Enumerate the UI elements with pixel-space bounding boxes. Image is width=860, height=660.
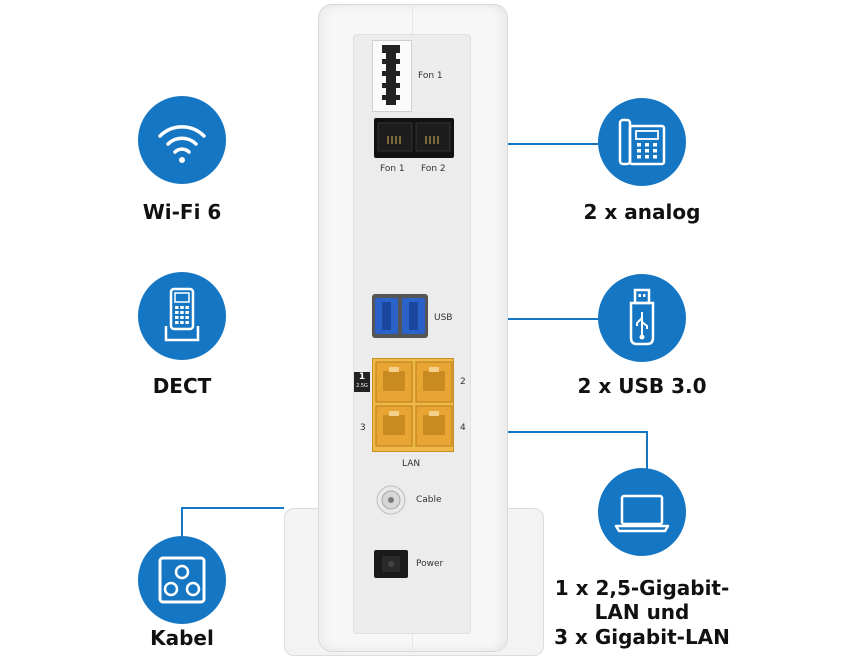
wifi-icon <box>138 96 226 184</box>
feature-label-dect: DECT <box>152 374 212 398</box>
usb-ports <box>372 294 428 338</box>
usb-stick-icon <box>598 274 686 362</box>
feature-label-lan-line-3: 3 x Gigabit-LAN <box>554 625 730 649</box>
coax-connector <box>376 485 406 515</box>
lan-port-2-label: 2 <box>460 377 466 387</box>
power-jack <box>374 550 408 578</box>
rj11-fon-ports <box>374 118 454 158</box>
connector-line-lan-v <box>646 431 648 471</box>
connector-line-kabel-h <box>181 507 284 509</box>
feature-label-usb: 2 x USB 3.0 <box>577 374 707 398</box>
connector-line-lan-h <box>508 431 648 433</box>
feature-label-wifi: Wi-Fi 6 <box>142 200 222 224</box>
fon1-top-label: Fon 1 <box>418 71 443 81</box>
fon2-label: Fon 2 <box>421 164 446 174</box>
lan-label: LAN <box>402 459 421 469</box>
tae-socket <box>372 40 412 112</box>
lan-ports <box>372 358 454 452</box>
cable-coax-icon <box>138 536 226 624</box>
feature-label-lan-line-1: 1 x 2,5-Gigabit- <box>554 576 730 600</box>
connector-line-analog <box>508 143 598 145</box>
lan-port-4-label: 4 <box>460 423 466 433</box>
fon1-label: Fon 1 <box>380 164 405 174</box>
lan-port-3-label: 3 <box>360 423 366 433</box>
desk-phone-icon <box>598 98 686 186</box>
feature-label-analog: 2 x analog <box>583 200 701 224</box>
lan-port-badge: 1 2.5G <box>354 372 370 392</box>
feature-label-lan-line-2: LAN und <box>594 600 690 624</box>
connector-line-usb <box>508 318 598 320</box>
laptop-icon <box>598 468 686 556</box>
feature-label-kabel: Kabel <box>150 626 214 650</box>
cable-label: Cable <box>416 495 442 505</box>
lan-badge-speed: 2.5G <box>356 383 368 389</box>
lan-badge-number: 1 <box>358 372 366 382</box>
dect-phone-icon <box>138 272 226 360</box>
usb-label: USB <box>434 313 453 323</box>
connector-line-kabel <box>181 508 183 536</box>
power-label: Power <box>416 559 444 569</box>
